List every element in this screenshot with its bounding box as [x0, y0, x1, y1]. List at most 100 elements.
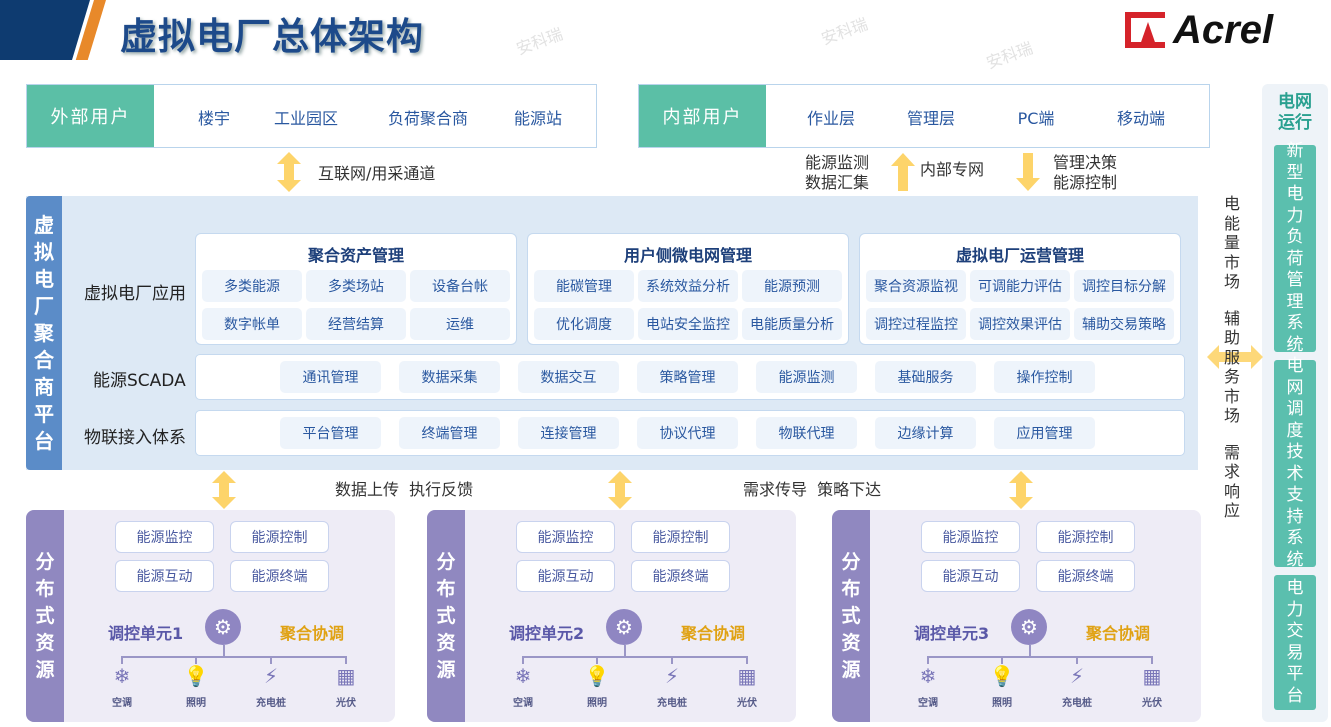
grid-system-char: 力	[1286, 599, 1304, 620]
device-label: 充电桩	[256, 698, 286, 709]
device-label: 光伏	[1142, 698, 1162, 709]
device-item: ▦ 光伏	[722, 664, 772, 709]
iot-function-chip: 应用管理	[994, 417, 1095, 449]
header-banner	[0, 0, 90, 60]
app-group-box: 用户侧微电网管理能碳管理系统效益分析能源预测优化调度电站安全监控电能质量分析	[527, 233, 849, 345]
tree-line	[624, 645, 626, 657]
internal-user-item: 移动端	[1116, 109, 1166, 128]
device-label: 光伏	[737, 698, 757, 709]
tree-line	[522, 656, 524, 664]
private-net-label: 内部专网	[920, 160, 985, 179]
external-user-item: 工业园区	[273, 109, 339, 128]
market-label-char: 市	[1224, 386, 1241, 406]
device-label: 照明	[992, 698, 1012, 709]
app-function-chip: 电站安全监控	[638, 308, 738, 340]
market-label-char: 求	[1224, 462, 1241, 481]
energy-function-chip: 能源终端	[1036, 560, 1135, 592]
device-label: 空调	[918, 698, 938, 709]
monitor-label-2: 数据汇集	[805, 173, 870, 192]
energy-function-chip: 能源监控	[516, 521, 615, 553]
distributed-label-char: 资	[35, 631, 55, 654]
page-title: 虚拟电厂总体架构	[120, 15, 424, 58]
grid-title-line1: 电网	[1278, 92, 1312, 112]
platform-label-char: 商	[34, 374, 54, 399]
scada-function-chip: 操作控制	[994, 361, 1095, 393]
tree-line	[121, 656, 346, 658]
grid-system-char: 调	[1286, 399, 1304, 419]
distributed-label-char: 分	[35, 550, 55, 573]
device-item: ▦光伏	[321, 664, 371, 709]
tree-line	[927, 656, 929, 664]
distributed-label-char: 布	[436, 577, 456, 600]
grid-system-char: 新	[1286, 141, 1304, 161]
charging-pile-icon: ⚡	[1069, 664, 1085, 688]
air-conditioner-icon: ❄	[919, 664, 937, 688]
air-conditioner-icon: ❄	[113, 664, 131, 688]
tree-line	[746, 656, 748, 664]
grid-system-char: 理	[1286, 291, 1304, 312]
grid-system-box: 电网调度技术支持系统	[1274, 356, 1316, 570]
internet-channel-label: 互联网/用采通道	[318, 164, 436, 183]
energy-function-chip: 能源互动	[516, 560, 615, 592]
internal-users-label: 内部用户	[639, 85, 766, 147]
grid-system-char: 统	[1286, 334, 1304, 355]
market-label-char: 助	[1224, 328, 1241, 347]
flow-label-upload: 数据上传 执行反馈	[335, 480, 474, 499]
app-function-chip: 辅助交易策略	[1074, 308, 1174, 340]
lighting-icon: 💡	[183, 664, 209, 688]
logo-mark-icon	[1125, 10, 1167, 50]
app-function-chip: 数字帐单	[202, 308, 302, 340]
app-function-chip: 设备台帐	[410, 270, 510, 302]
grid-system-char: 度	[1286, 420, 1304, 441]
scada-layer-label: 能源SCADA	[93, 371, 186, 391]
watermark: 安科瑞	[513, 24, 566, 59]
platform-label-char: 平	[34, 401, 54, 426]
tree-line	[345, 656, 347, 664]
control-unit-label: 调控单元2	[509, 624, 585, 643]
device-label: 空调	[112, 698, 132, 709]
scada-function-chip: 数据采集	[399, 361, 500, 393]
control-unit-label: 调控单元1	[108, 624, 184, 643]
distributed-label-char: 式	[35, 604, 55, 627]
double-arrow-icon	[608, 471, 632, 509]
lighting-icon: 💡	[989, 664, 1015, 688]
tree-line	[671, 656, 673, 664]
grid-system-char: 支	[1286, 485, 1304, 505]
app-function-chip: 可调能力评估	[970, 270, 1070, 302]
tree-line	[1029, 645, 1031, 657]
distributed-label-char: 资	[841, 631, 861, 654]
double-arrow-icon	[1009, 471, 1033, 509]
grid-title-line2: 运行	[1278, 113, 1312, 133]
grid-system-char: 交	[1286, 621, 1304, 641]
app-function-chip: 电能质量分析	[742, 308, 842, 340]
distributed-side-label: 分布式资源	[427, 510, 465, 722]
market-label-char: 市	[1224, 252, 1241, 272]
scada-row: 通讯管理数据采集数据交互策略管理能源监测基础服务操作控制	[195, 354, 1185, 400]
grid-system-char: 电	[1286, 184, 1304, 204]
app-function-chip: 聚合资源监视	[866, 270, 966, 302]
device-item: ⚡充电桩	[1052, 664, 1102, 709]
solar-panel-icon: ▦	[737, 664, 757, 688]
device-label: 照明	[186, 698, 206, 709]
device-item: ⚡充电桩	[647, 664, 697, 709]
energy-function-chip: 能源互动	[115, 560, 214, 592]
grid-system-char: 术	[1286, 463, 1304, 484]
distributed-label-char: 分	[436, 550, 456, 573]
grid-system-char: 统	[1286, 549, 1304, 570]
grid-system-char: 型	[1286, 162, 1304, 183]
iot-function-chip: 物联代理	[756, 417, 857, 449]
scada-function-chip: 能源监测	[756, 361, 857, 393]
app-group-title: 聚合资产管理	[307, 246, 404, 265]
app-function-chip: 优化调度	[534, 308, 634, 340]
gear-bolt-icon: ⚙	[205, 609, 241, 645]
device-item: 💡照明	[572, 664, 622, 709]
aggregation-label: 聚合协调	[681, 624, 746, 643]
distributed-label-char: 资	[436, 631, 456, 654]
device-label: 充电桩	[657, 698, 687, 709]
tree-line	[270, 656, 272, 664]
distributed-label-char: 源	[841, 658, 861, 681]
double-arrow-icon	[212, 471, 236, 509]
solar-panel-icon: ▦	[1142, 664, 1162, 688]
internal-user-item: 管理层	[906, 109, 956, 128]
